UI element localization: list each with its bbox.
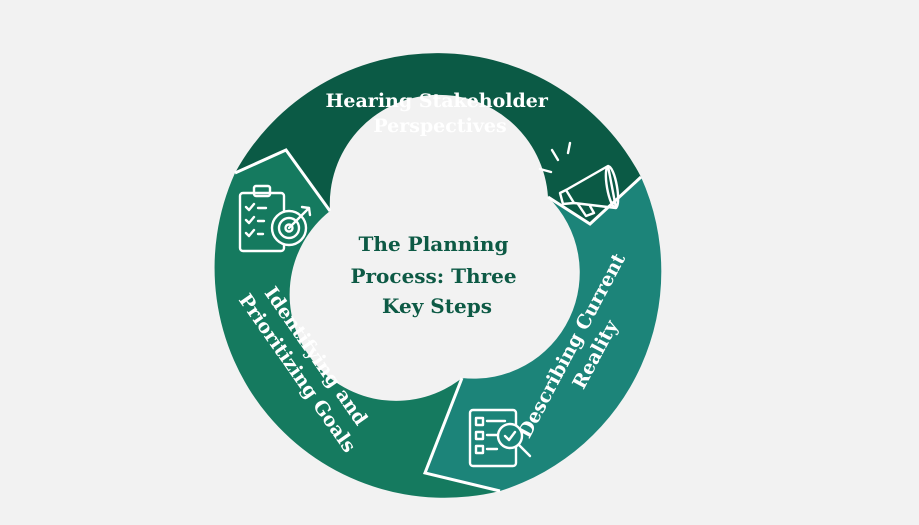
center-title-line-1: The Planning — [359, 232, 509, 256]
segment-top-hearing-perspectives — [235, 53, 641, 225]
separator-top-right — [547, 175, 643, 226]
separator-left-top — [234, 148, 332, 212]
center-title-line-3: Key Steps — [382, 294, 492, 318]
segment-top-label-line-1: Hearing Stakeholder — [325, 90, 548, 112]
segment-right-describing-reality — [425, 177, 662, 491]
clipboard-target-icon — [238, 184, 312, 253]
megaphone-icon — [538, 141, 620, 218]
segment-top-label: Hearing Stakeholder Perspectives — [325, 90, 554, 137]
center-title: The Planning Process: Three Key Steps — [350, 232, 523, 318]
checklist-magnifier-icon — [468, 408, 532, 468]
center-title-line-2: Process: Three — [350, 264, 516, 288]
separator-right-left — [422, 377, 501, 493]
inner-circle — [329, 166, 541, 378]
segment-top-label-line-2: Perspectives — [373, 115, 506, 137]
